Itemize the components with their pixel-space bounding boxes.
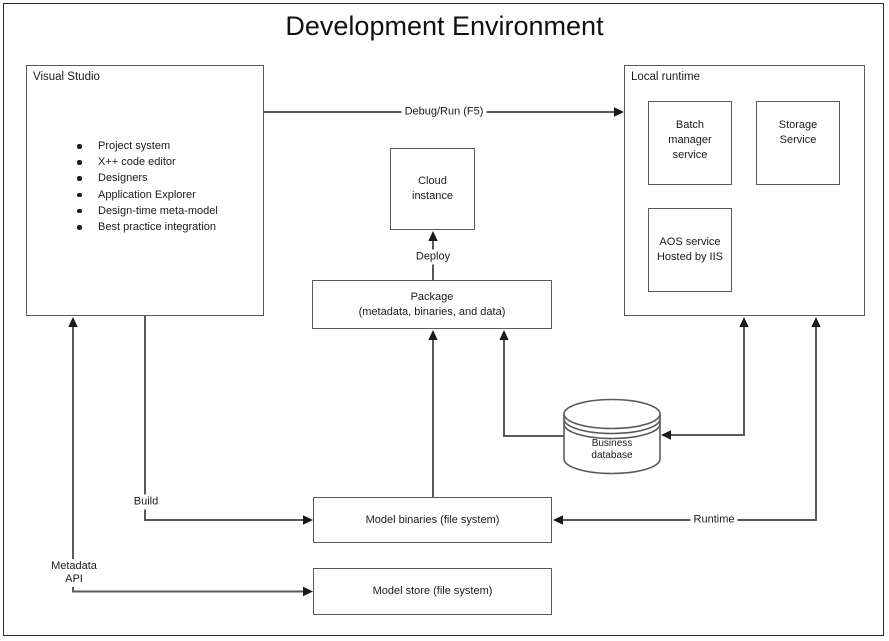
- arrowhead-left: [661, 430, 671, 440]
- visual-studio-label: Visual Studio: [33, 71, 100, 83]
- cylinder-ring: [563, 423, 661, 440]
- arrowhead-right: [303, 586, 313, 597]
- package-box: Package (metadata, binaries, and data): [312, 280, 552, 329]
- cylinder-ring: [563, 418, 661, 435]
- connector-runtime: [562, 325, 817, 521]
- business-database-label: Business database: [591, 438, 633, 461]
- cylinder-body: [563, 414, 661, 475]
- runtime-label: Runtime: [690, 512, 738, 528]
- model-binaries-box: Model binaries (file system): [313, 497, 552, 543]
- feature-item: X++ code editor: [76, 154, 218, 170]
- arrowhead-up: [811, 317, 821, 327]
- diagram-title: Development Environment: [285, 11, 604, 41]
- arrowhead-right: [303, 515, 313, 525]
- feature-item: Designers: [76, 170, 218, 186]
- feature-item: Best practice integration: [76, 219, 218, 235]
- arrowhead-up: [428, 231, 438, 241]
- local-runtime-label: Local runtime: [631, 71, 701, 83]
- arrowhead-left: [553, 515, 563, 525]
- connector-database-to-package: [503, 338, 564, 437]
- feature-item: Application Explorer: [76, 187, 218, 203]
- metadata-api-label: Metadata API: [48, 559, 100, 587]
- batch-manager-service-box: Batch manager service: [648, 101, 732, 185]
- cloud-instance-box: Cloud instance: [390, 148, 475, 230]
- arrowhead-up: [68, 317, 78, 327]
- model-store-box: Model store (file system): [313, 568, 552, 615]
- business-database-cylinder: [563, 398, 661, 475]
- aos-service-box: AOS service Hosted by IIS: [648, 208, 732, 292]
- arrowhead-up: [428, 330, 438, 340]
- connector-metadata-api: [72, 325, 304, 593]
- arrowhead-up: [739, 317, 749, 327]
- cylinder-top: [563, 398, 661, 430]
- deploy-label: Deploy: [412, 249, 454, 265]
- feature-item: Design-time meta-model: [76, 203, 218, 219]
- arrowhead-right: [614, 107, 624, 117]
- feature-item: Project system: [76, 138, 218, 154]
- connector-runtime-database: [670, 325, 745, 436]
- debug-run-label: Debug/Run (F5): [401, 104, 487, 120]
- build-label: Build: [130, 494, 162, 510]
- storage-service-box: Storage Service: [756, 101, 840, 185]
- connector-build: [144, 316, 304, 521]
- arrowhead-up: [499, 330, 509, 340]
